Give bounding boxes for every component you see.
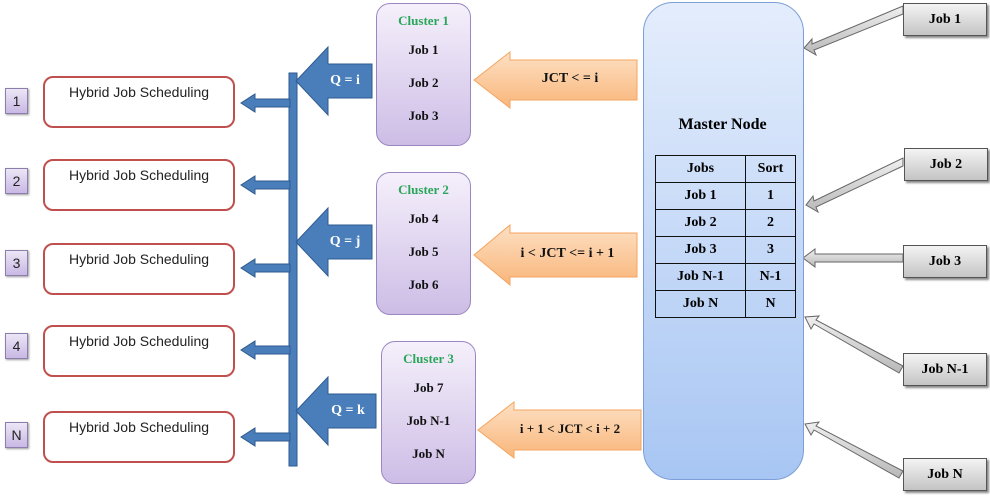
cluster-job: Job 5	[408, 244, 439, 259]
cluster-title: Cluster 1	[398, 13, 449, 28]
q-label: Q = k	[331, 403, 365, 418]
cluster-job: Job N-1	[406, 413, 451, 428]
hybrid-job-scheduling-box: Hybrid Job Scheduling	[43, 325, 235, 377]
incoming-job: Job 2	[904, 148, 988, 181]
sort-cell: 2	[745, 209, 796, 237]
cluster-job: Job 4	[408, 211, 439, 226]
job-cell: Job 2	[654, 209, 747, 237]
queue-number: 2	[5, 168, 28, 194]
cluster-3: Cluster 3 Job 7 Job N-1 Job N	[381, 341, 476, 484]
cluster-job: Job N	[412, 446, 445, 461]
job-cell: Job N	[654, 290, 747, 318]
q-label: Q = i	[330, 73, 360, 88]
cluster-job: Job 2	[408, 75, 439, 90]
condition-arrows	[473, 50, 642, 460]
hybrid-job-scheduling-box: Hybrid Job Scheduling	[43, 76, 235, 128]
q-label: Q = j	[329, 234, 361, 249]
condition-label: i + 1 < JCT < i + 2	[519, 421, 621, 436]
queue-branch-arrows	[240, 93, 291, 447]
queue-number: 4	[5, 333, 28, 359]
hybrid-job-scheduling-box: Hybrid Job Scheduling	[43, 411, 235, 463]
condition-label: i < JCT <= i + 1	[520, 246, 615, 261]
cluster-title: Cluster 2	[398, 182, 449, 197]
queue-number: 1	[5, 88, 28, 114]
q-arrows	[295, 45, 377, 447]
job-cell: Job 3	[654, 236, 747, 264]
queue-number: N	[5, 422, 28, 448]
incoming-job: Job 3	[903, 245, 987, 278]
job-cell: Job N-1	[654, 263, 747, 291]
condition-label: JCT < = i	[541, 71, 599, 86]
cluster-job: Job 6	[408, 277, 439, 292]
hybrid-job-scheduling-box: Hybrid Job Scheduling	[43, 243, 235, 295]
queue-number: 3	[5, 250, 28, 276]
sort-cell: N	[745, 290, 796, 318]
cluster-job: Job 7	[413, 380, 444, 395]
sort-cell: N-1	[745, 263, 796, 291]
job-cell: Job 1	[654, 182, 747, 210]
incoming-job: Job N-1	[903, 353, 987, 386]
table-header: Jobs	[654, 155, 747, 183]
incoming-job-arrows	[802, 5, 904, 479]
cluster-title: Cluster 3	[403, 351, 454, 366]
master-node-title: Master Node	[678, 116, 767, 133]
incoming-job: Job 1	[903, 3, 987, 36]
sort-cell: 1	[745, 182, 796, 210]
cluster-1: Cluster 1 Job 1 Job 2 Job 3	[376, 3, 471, 146]
hybrid-job-scheduling-box: Hybrid Job Scheduling	[43, 159, 235, 211]
cluster-job: Job 1	[408, 42, 439, 57]
cluster-job: Job 3	[408, 108, 439, 123]
incoming-job: Job N	[903, 458, 987, 491]
sort-cell: 3	[745, 236, 796, 264]
table-header: Sort	[745, 155, 796, 183]
cluster-2: Cluster 2 Job 4 Job 5 Job 6	[376, 172, 471, 315]
